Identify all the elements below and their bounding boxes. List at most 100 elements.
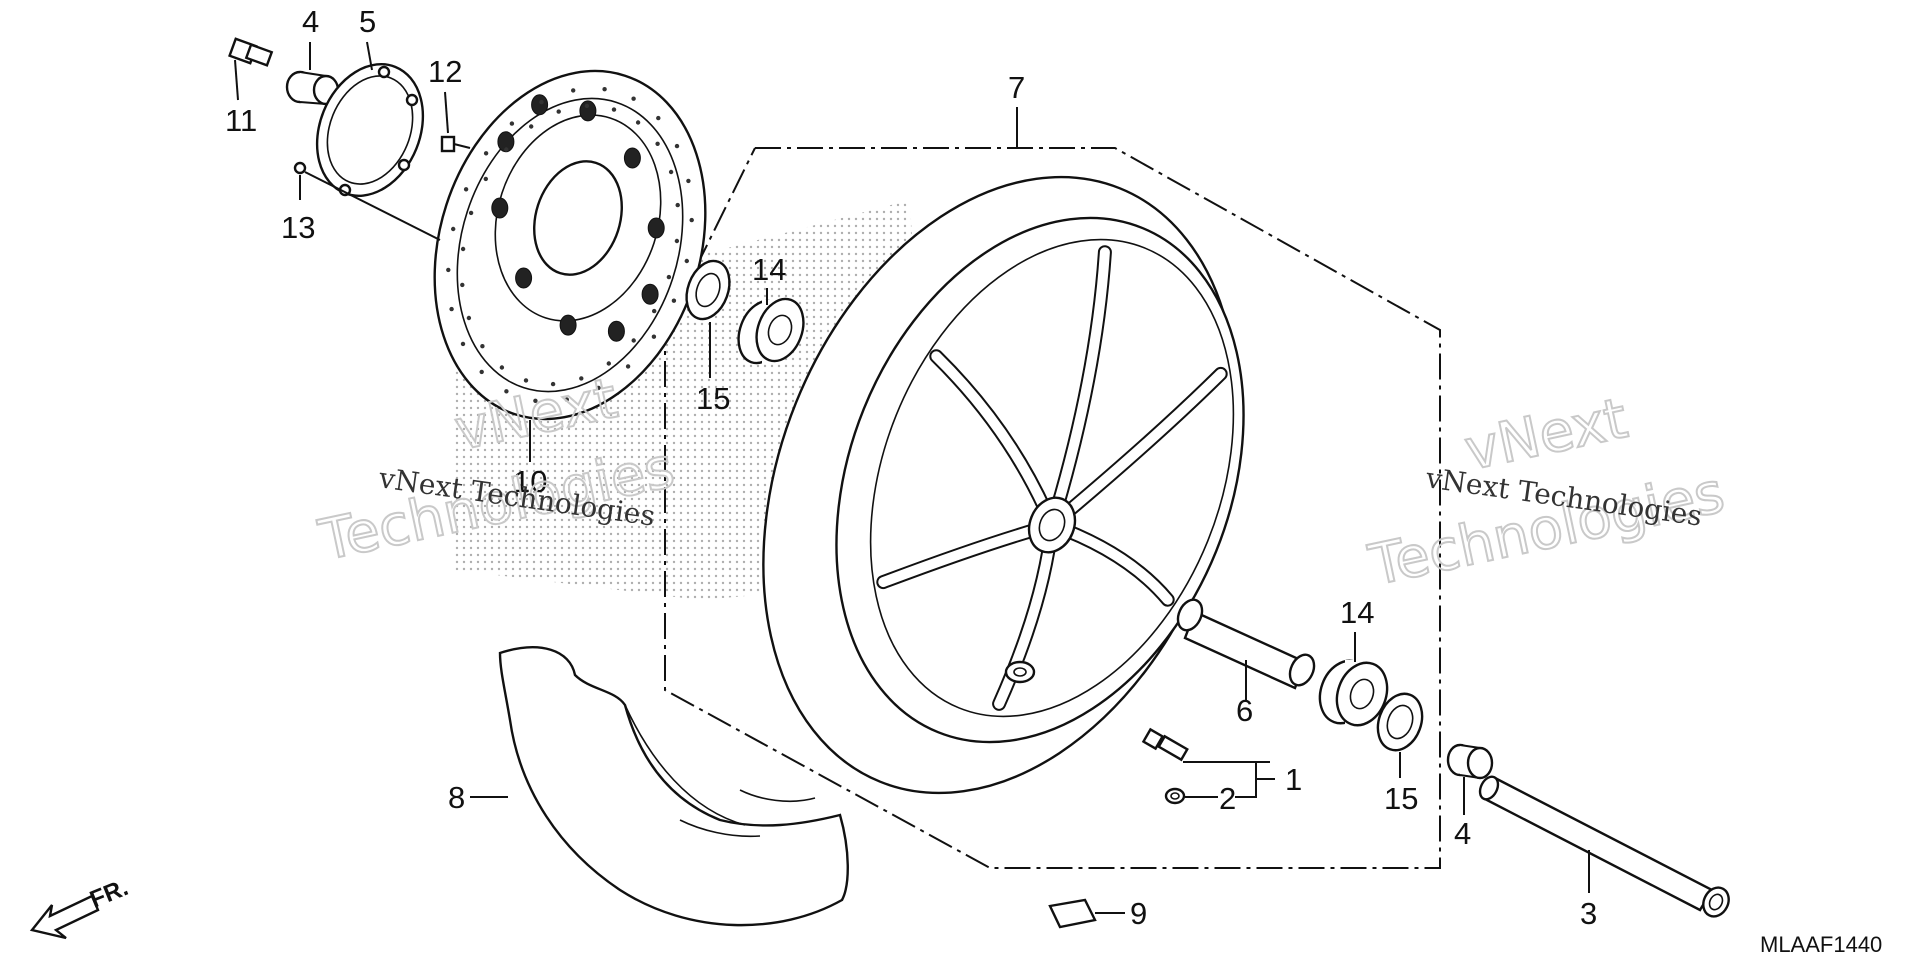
disc-hole — [606, 361, 611, 366]
disc-rivet — [647, 217, 665, 239]
callout-5: 5 — [359, 4, 376, 39]
collar-right-4 — [1446, 743, 1494, 780]
bearing-right-14 — [1318, 659, 1389, 727]
wheel — [762, 175, 1245, 795]
disc-rivet — [559, 314, 577, 336]
disc-hole — [668, 169, 674, 175]
disc-rivet — [623, 147, 641, 169]
disc-rivet — [531, 94, 549, 116]
disc-hole — [656, 115, 661, 121]
disc-hole — [460, 246, 466, 252]
axle-3 — [1478, 775, 1730, 918]
disc-hole — [689, 217, 694, 223]
disc-hole — [686, 178, 691, 184]
callout-4-right: 4 — [1454, 816, 1471, 851]
disc-hole — [666, 274, 672, 280]
front-direction-arrow: FR. — [29, 874, 132, 940]
callout-7: 7 — [1008, 70, 1025, 105]
disc-hole — [652, 308, 657, 314]
front-direction-label: FR. — [86, 874, 132, 914]
callout-6: 6 — [1236, 693, 1253, 728]
disc-hole — [449, 306, 454, 312]
dust-seal-left-15 — [685, 259, 731, 321]
disc-hole — [504, 147, 509, 152]
disc-hole — [674, 143, 680, 149]
disc-hole — [651, 334, 657, 339]
disc-hole — [625, 364, 631, 369]
disc-hole — [499, 365, 505, 370]
dust-seal-right-15 — [1376, 692, 1424, 752]
bearing-left-14 — [737, 297, 805, 365]
disc-hole — [635, 120, 641, 125]
disc-hole — [460, 341, 466, 347]
disc-hole — [655, 141, 660, 146]
callout-15-right: 15 — [1384, 781, 1418, 816]
disc-hole — [564, 397, 569, 402]
wheel-spoke-face — [1047, 247, 1110, 530]
disc-hole — [631, 338, 636, 343]
disc-rivet — [579, 100, 597, 122]
disc-hole — [675, 202, 680, 208]
callout-11: 11 — [225, 103, 257, 138]
callout-13: 13 — [281, 210, 315, 245]
disc-hole — [483, 151, 489, 156]
disc-hole — [579, 376, 584, 381]
disc-hole — [523, 378, 529, 383]
balance-weight-9 — [1048, 898, 1097, 929]
disc-hole — [596, 385, 601, 391]
callout-14-left: 14 — [752, 252, 786, 287]
disc-hole — [479, 369, 484, 375]
disc-hole — [556, 109, 561, 114]
callout-4-top: 4 — [302, 4, 319, 39]
disc-hole — [571, 88, 576, 93]
assembly-boundary — [664, 147, 1441, 869]
disc-hole — [504, 389, 509, 394]
o-ring-2 — [1164, 787, 1186, 805]
brake-disc — [433, 69, 707, 421]
disc-hole — [451, 226, 456, 232]
callout-12: 12 — [428, 54, 462, 89]
disc-hole — [460, 282, 465, 288]
disc-hole — [674, 238, 680, 244]
disc-hole — [684, 258, 689, 264]
callout-9: 9 — [1130, 896, 1147, 931]
callout-3: 3 — [1580, 896, 1597, 931]
collar-4 — [285, 70, 340, 106]
disc-hole — [539, 99, 544, 105]
air-valve-1 — [1141, 727, 1189, 762]
disc-hole — [631, 96, 636, 101]
disc-hole — [468, 210, 474, 216]
callout-8: 8 — [448, 780, 465, 815]
callout-1: 1 — [1285, 762, 1302, 797]
callout-labels: 11 4 5 12 13 10 7 14 15 6 14 15 1 2 4 3 … — [225, 4, 1597, 931]
disc-hole — [466, 315, 472, 321]
callout-14-right: 14 — [1340, 595, 1374, 630]
callout-15-left: 15 — [696, 381, 730, 416]
disc-hole — [611, 107, 617, 112]
disc-hole — [529, 124, 534, 129]
diagram-code: MLAAF1440 — [1760, 932, 1882, 957]
disc-hole — [483, 176, 488, 182]
disc-rivet — [515, 267, 533, 289]
leader-lines — [234, 41, 1590, 914]
disc-rivet — [641, 283, 659, 305]
screw-12 — [440, 135, 471, 153]
disc-rivet — [497, 131, 515, 153]
disc-bolt-11 — [228, 37, 274, 67]
disc-hole — [533, 398, 538, 403]
disc-hole — [671, 298, 677, 303]
pin-13 — [293, 161, 307, 175]
disc-ring-5 — [315, 63, 425, 197]
distance-collar-6 — [1176, 598, 1316, 690]
disc-hole — [463, 187, 469, 192]
disc-hole — [584, 103, 590, 109]
wheel-cover-8 — [498, 646, 849, 927]
disc-hole — [602, 87, 607, 92]
callout-2: 2 — [1219, 781, 1236, 816]
disc-hole — [480, 344, 485, 349]
callout-10: 10 — [513, 464, 547, 499]
wheel-spoke-face — [1047, 368, 1226, 530]
disc-rivet — [607, 320, 625, 342]
disc-rivet — [491, 197, 509, 219]
